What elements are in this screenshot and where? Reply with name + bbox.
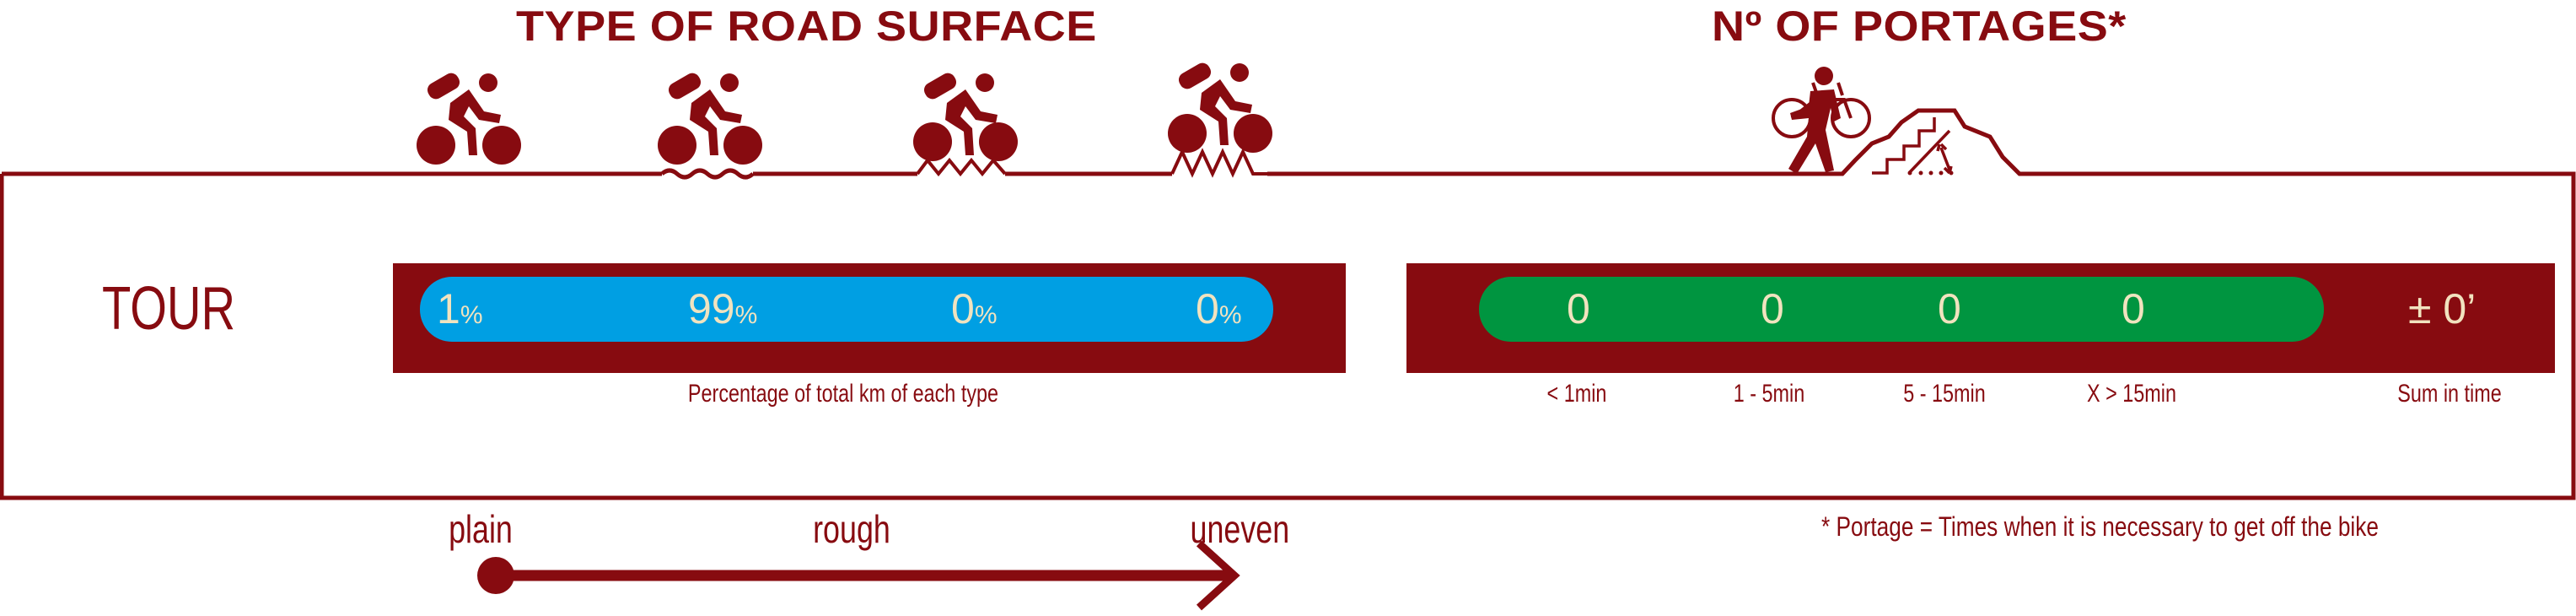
portage-label-sum: Sum in time: [2397, 380, 2502, 408]
portage-value-lt1min: 0: [1567, 285, 1590, 332]
surface-value-very-uneven: 0%: [1196, 277, 1242, 342]
surface-value-plain: 1%: [437, 277, 483, 342]
scale-label-uneven: uneven: [1190, 507, 1290, 551]
portage-sum-value: ± 0’: [2408, 285, 2477, 332]
scale-arrow-icon: [477, 540, 1240, 611]
cyclist-rough-icon: [658, 73, 762, 165]
surface-percentage-pill: 1% 99% 0% 0%: [420, 277, 1273, 342]
portage-count-pill: 0 0 0 0: [1479, 277, 2324, 342]
value-number: 0: [951, 285, 975, 332]
portages-heading: Nº OF PORTAGES*: [1712, 3, 2127, 50]
portage-label-5-15min: 5 - 15min: [1903, 380, 1986, 408]
surface-bar-background: 1% 99% 0% 0%: [393, 263, 1346, 373]
portage-value-gt15min: 0: [2122, 285, 2145, 332]
route-label: TOUR: [101, 275, 236, 343]
value-number: 1: [437, 285, 460, 332]
surface-caption: Percentage of total km of each type: [687, 380, 999, 408]
cyclist-plain-icon: [417, 73, 521, 165]
cyclist-uneven-icon: [913, 73, 1018, 161]
value-unit: %: [734, 301, 758, 329]
portage-label-gt15min: X > 15min: [2086, 380, 2177, 408]
value-number: 0: [1196, 285, 1219, 332]
value-number: 99: [688, 285, 735, 332]
portage-bar-background: 0 0 0 0 ± 0’: [1406, 263, 2555, 373]
portage-hiker-with-bike-icon: [1772, 67, 1871, 174]
portage-label-1-5min: 1 - 5min: [1733, 380, 1805, 408]
portage-value-5-15min: 0: [1938, 285, 1961, 332]
scale-label-plain: plain: [449, 507, 513, 551]
stairs-icon: [1872, 117, 1954, 176]
surface-heading: TYPE OF ROAD SURFACE: [516, 3, 1097, 50]
surface-value-rough: 99%: [688, 277, 757, 342]
portage-label-lt1min: < 1min: [1546, 380, 1607, 408]
value-unit: %: [974, 301, 998, 329]
portage-footnote: * Portage = Times when it is necessary t…: [1821, 511, 2379, 542]
value-unit: %: [1218, 301, 1242, 329]
portage-value-1-5min: 0: [1761, 285, 1784, 332]
scale-label-rough: rough: [813, 507, 890, 551]
cyclist-very-uneven-icon: [1168, 62, 1272, 153]
surface-value-uneven: 0%: [951, 277, 998, 342]
value-unit: %: [460, 301, 483, 329]
